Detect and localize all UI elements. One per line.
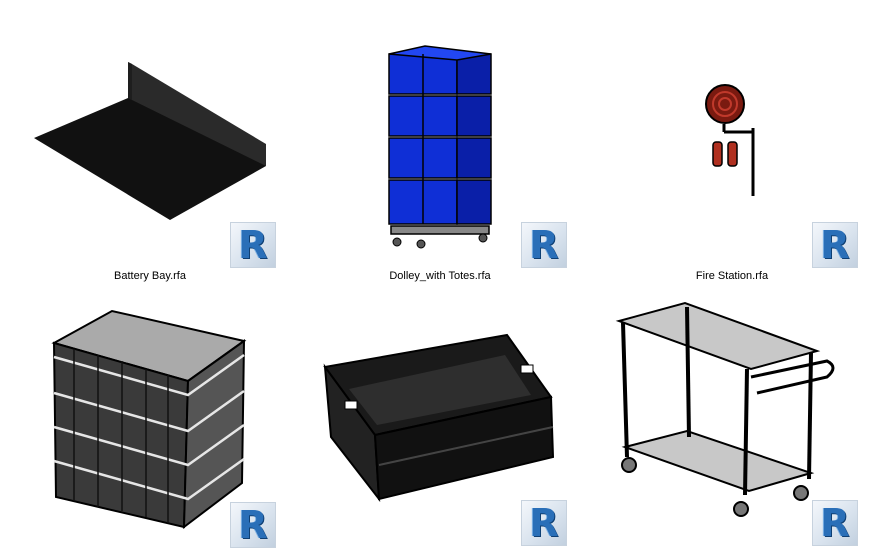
revit-file-icon: R	[521, 222, 567, 268]
revit-file-icon: R	[812, 222, 858, 268]
revit-file-icon: R	[521, 500, 567, 546]
file-item-fire-station[interactable]: R Fire Station.rfa	[581, 0, 871, 290]
revit-file-icon: R	[812, 500, 858, 546]
file-item-battery-bay[interactable]: R Battery Bay.rfa	[0, 0, 290, 290]
revit-file-icon: R	[230, 502, 276, 548]
file-item-utility-cart[interactable]: R	[581, 297, 871, 547]
dolley-with-totes-thumbnail	[295, 0, 585, 270]
revit-file-icon: R	[230, 222, 276, 268]
file-item-black-tote[interactable]: R	[295, 297, 585, 547]
black-tote-thumbnail	[295, 297, 585, 547]
tote-cage-thumbnail	[0, 297, 290, 547]
file-name-label: Dolley_with Totes.rfa	[389, 270, 491, 282]
battery-bay-thumbnail	[0, 0, 290, 270]
file-item-tote-cage[interactable]: R	[0, 297, 290, 548]
fire-station-thumbnail	[581, 0, 871, 270]
file-item-dolley-with-totes[interactable]: R Dolley_with Totes.rfa	[295, 0, 585, 290]
utility-cart-thumbnail	[581, 297, 871, 547]
file-name-label: Fire Station.rfa	[695, 270, 769, 282]
file-name-label: Battery Bay.rfa	[114, 270, 186, 282]
